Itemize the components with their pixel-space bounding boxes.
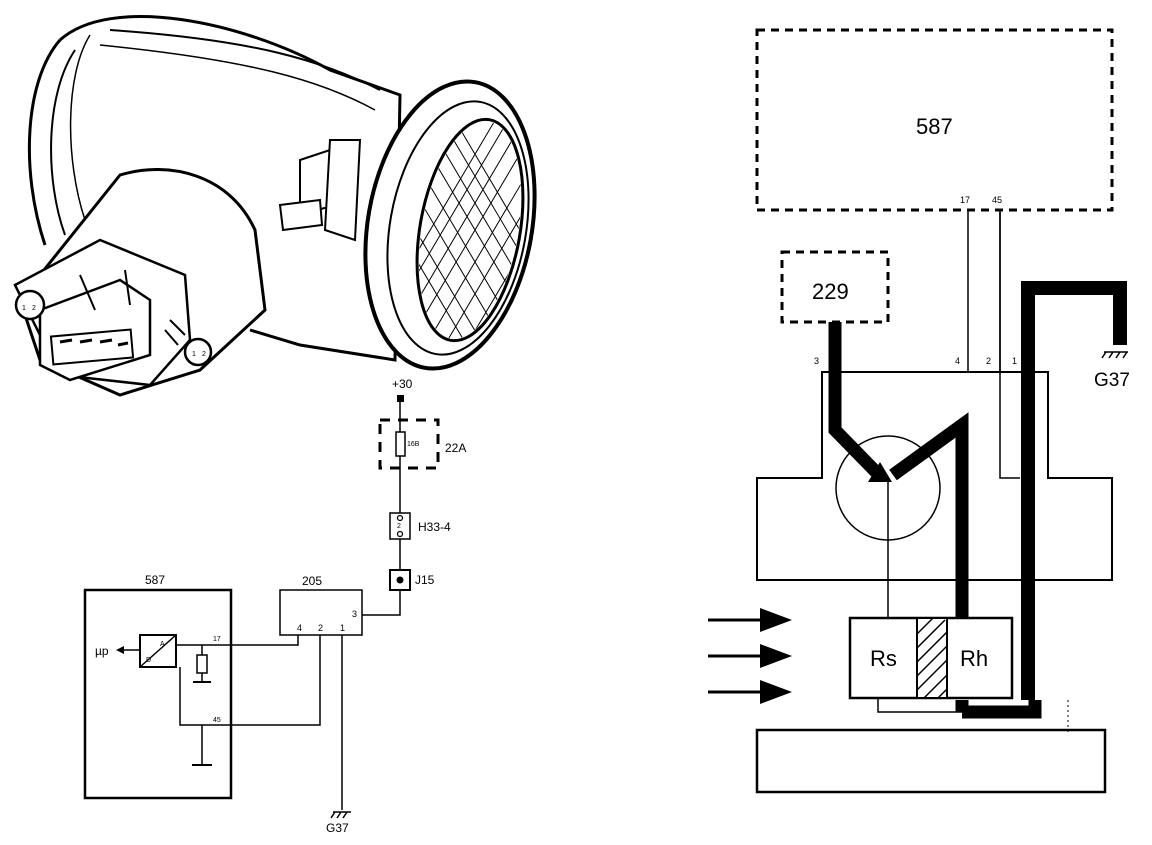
ecu-pin-45: 45: [213, 717, 221, 724]
sensor-pin-2: 2: [318, 623, 323, 633]
connector-h33-label: H33-4: [418, 520, 451, 534]
internal-sensor-pin-2: 2: [986, 356, 991, 366]
splice-j15-label: J15: [415, 573, 435, 587]
maf-sensor-drawing: [13, 15, 537, 397]
sensor-205-box: [279, 589, 363, 636]
internal-sensor-pin-4: 4: [955, 356, 960, 366]
internal-sensor-pin-1: 1: [1012, 356, 1017, 366]
sensor-pin-1: 1: [340, 623, 345, 633]
screw-pin-2b: 2: [202, 351, 206, 358]
ecu-587-box: [83, 588, 233, 800]
screw-pin-1b: 1: [192, 351, 196, 358]
ecu-587-internal-label: 587: [916, 114, 953, 139]
supply-label: +30: [392, 377, 413, 391]
internal-ecu-pin-17: 17: [960, 195, 970, 205]
ground-right-label: G37: [1094, 370, 1130, 391]
fuse: [395, 431, 406, 457]
converter-out-label: D: [146, 657, 151, 664]
ecu-587-label: 587: [145, 573, 165, 587]
relay-229-label: 229: [812, 279, 849, 304]
fuse-rating-label: 16B: [407, 441, 420, 448]
flow-arrow-2: [760, 644, 792, 668]
flow-arrow-1: [760, 608, 792, 632]
supply-terminal: [397, 395, 404, 402]
screw-pin-2: 2: [32, 305, 36, 312]
sensor-pin-3: 3: [352, 609, 357, 619]
screw-pin-1: 1: [22, 305, 26, 312]
ecu-587-dashed: [755, 28, 1114, 212]
micro-label: µp: [95, 644, 109, 658]
sensor-pin-4: 4: [297, 623, 302, 633]
ground-left-label: G37: [326, 821, 349, 835]
internal-sensor-pin-3: 3: [814, 356, 819, 366]
fuse-id-label: 22A: [445, 441, 466, 455]
internal-ecu-pin-45: 45: [992, 195, 1002, 205]
flow-arrow-3: [760, 680, 792, 704]
base-plate: [755, 728, 1107, 794]
pullup-resistor: [196, 654, 208, 674]
wiring-schematic: [83, 395, 440, 819]
rh-label: Rh: [960, 646, 988, 671]
internal-diagram: [708, 28, 1128, 794]
converter-in-label: A: [160, 641, 165, 648]
ecu-pin-17: 17: [213, 636, 221, 643]
sensor-205-label: 205: [302, 574, 322, 588]
connector-h33-pin: 2: [397, 523, 401, 530]
rs-label: Rs: [870, 646, 897, 671]
fuse-box: [378, 418, 440, 470]
